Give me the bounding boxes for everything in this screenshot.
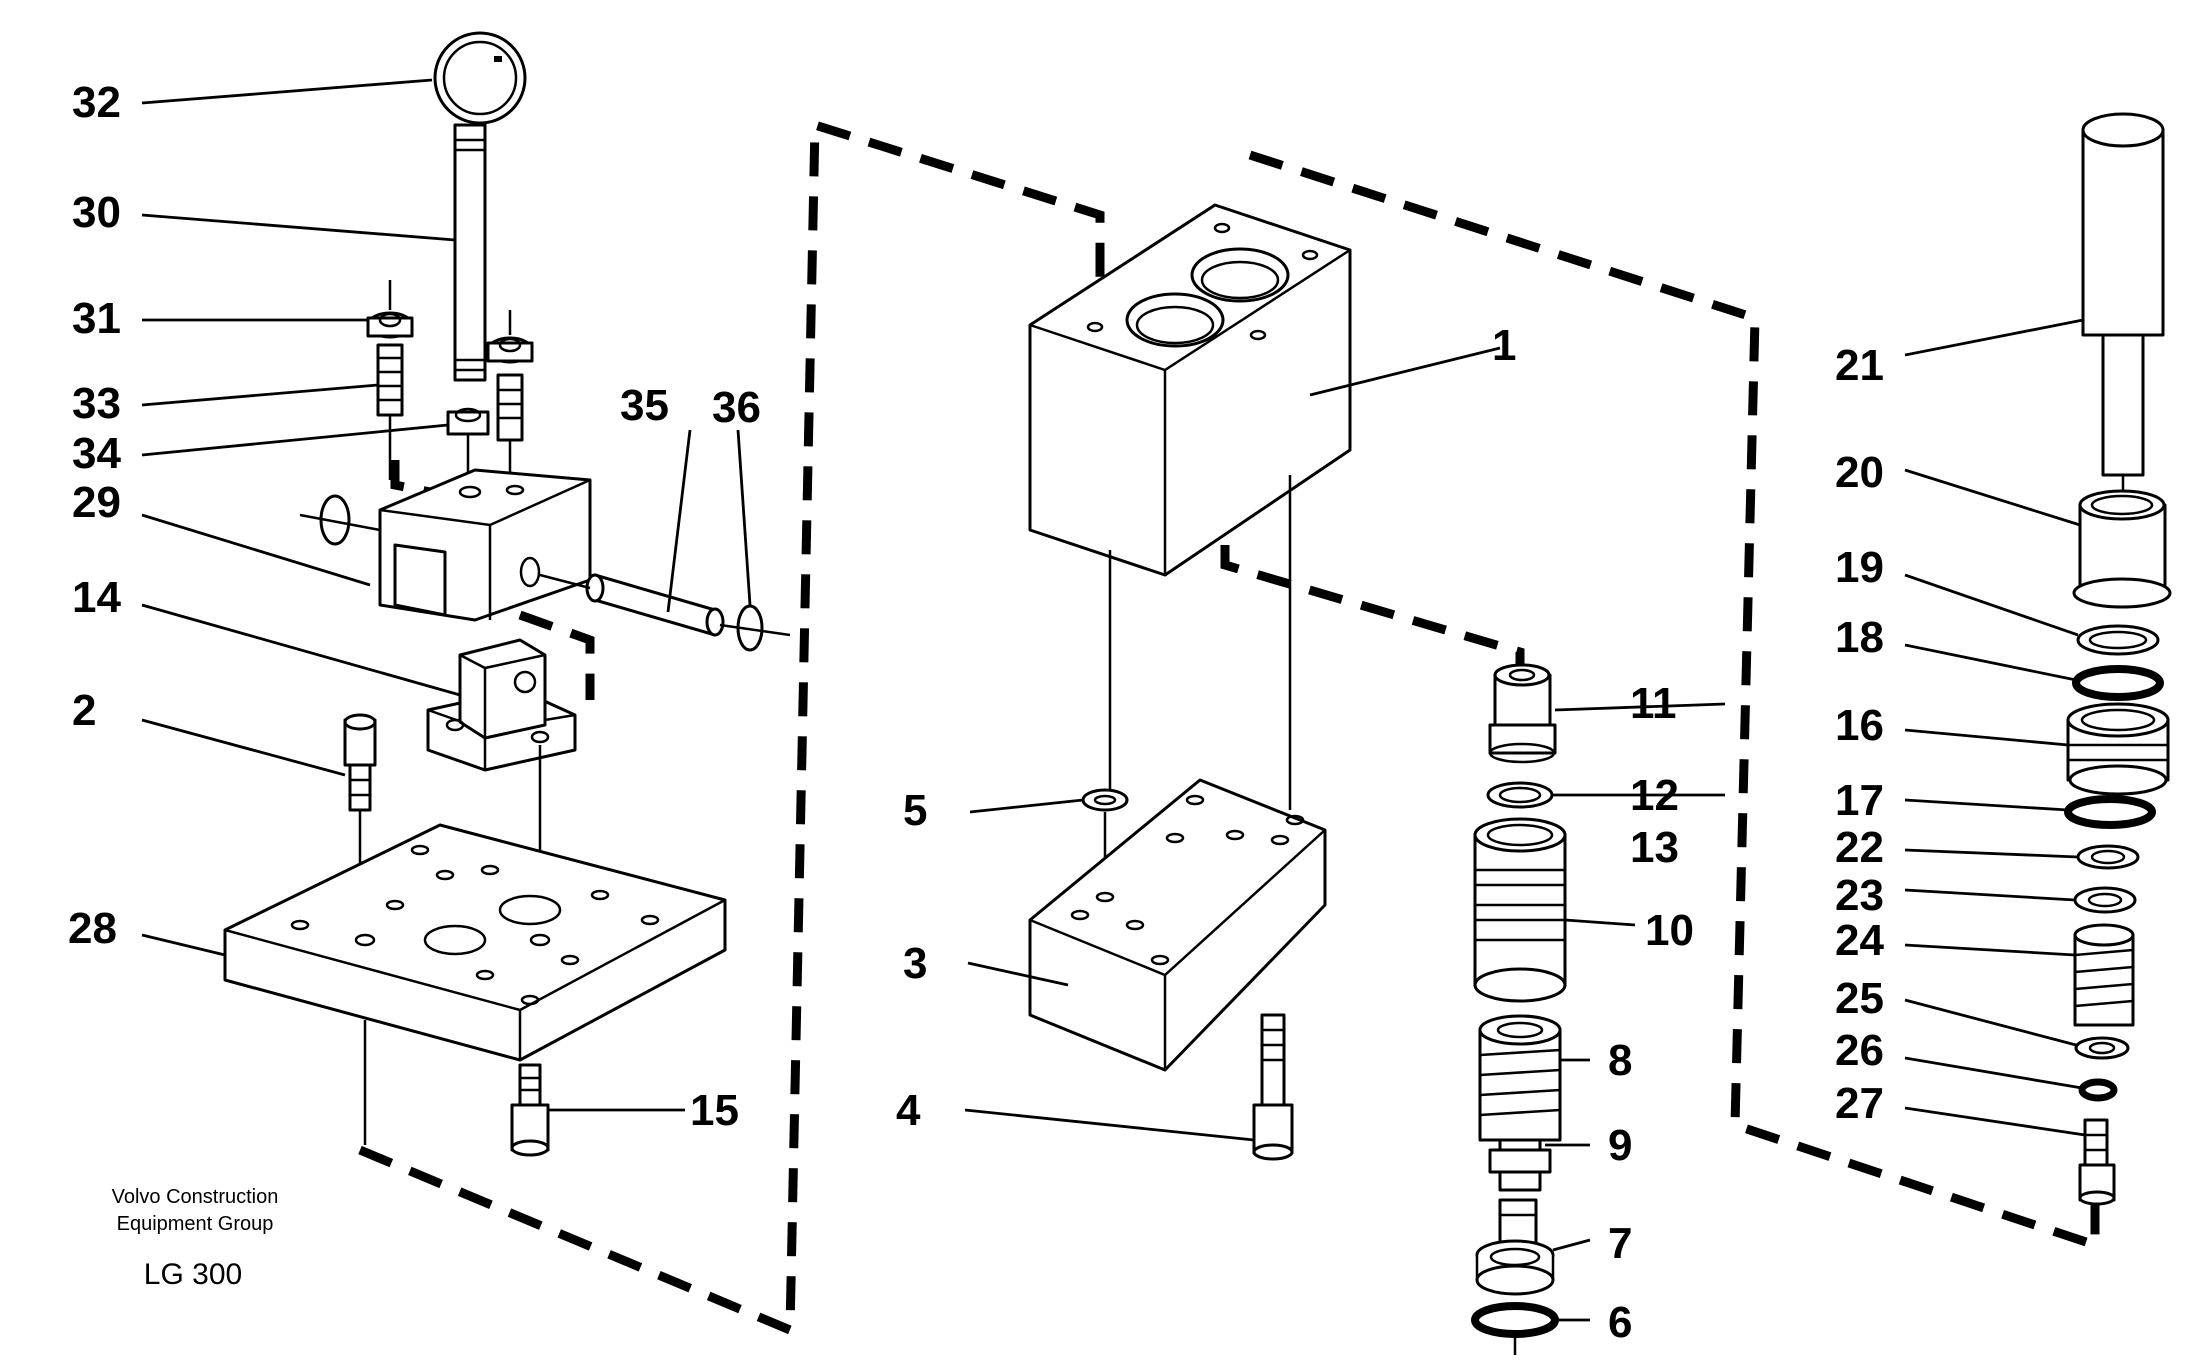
part-33-set-screws [376,343,524,480]
label-24: 24 [1835,916,1884,965]
label-8: 8 [1608,1036,1632,1085]
label-26: 26 [1835,1026,1884,1075]
part-36-clip [719,604,791,652]
label-11: 11 [1630,679,1677,728]
label-9: 9 [1608,1121,1632,1170]
label-15: 15 [690,1086,739,1135]
label-4: 4 [896,1086,921,1135]
dashed-line-lower [1220,545,1525,675]
label-27: 27 [1835,1079,1884,1128]
label-36: 36 [712,383,761,432]
assembly-dashed-lines [358,118,2100,1337]
label-13: 13 [1630,823,1679,872]
label-30: 30 [72,188,121,237]
part-31-nuts [366,280,534,364]
label-32: 32 [72,78,121,127]
dashed-line-right [1248,150,2100,1252]
caption-line-2: Equipment Group [117,1213,274,1235]
part-1-valve-body [1028,203,1352,810]
part-labels: 32 30 31 33 34 29 14 2 28 35 36 15 1 5 3… [68,78,1884,1347]
label-22: 22 [1835,823,1884,872]
label-12: 12 [1630,771,1679,820]
caption-block: Volvo Construction Equipment Group LG 30… [112,1186,279,1291]
caption-line-1: Volvo Construction [112,1186,279,1208]
dashed-line-14 [518,610,595,700]
part-32-knob [433,31,527,125]
label-6: 6 [1608,1298,1632,1347]
label-10: 10 [1645,906,1694,955]
part-29-housing [299,468,592,622]
label-7: 7 [1608,1219,1632,1268]
dashed-line-left [358,118,1105,1337]
label-17: 17 [1835,776,1884,825]
drawing-code: LG 300 [144,1258,242,1291]
label-5: 5 [903,786,927,835]
label-21: 21 [1835,341,1884,390]
label-35: 35 [620,381,669,430]
label-29: 29 [72,478,121,527]
spool-stack [1471,663,1567,1355]
label-28: 28 [68,904,117,953]
label-14: 14 [72,573,121,622]
label-25: 25 [1835,974,1884,1023]
label-31: 31 [72,294,121,343]
part-35-pin [539,573,725,637]
label-2: 2 [72,686,96,735]
part-14-bracket [426,638,577,935]
part-30-lever-rod [453,123,487,382]
leader-lines [141,78,2086,1322]
label-19: 19 [1835,543,1884,592]
label-23: 23 [1835,871,1884,920]
label-34: 34 [72,429,121,478]
part-28-base-plate [223,823,727,1145]
label-16: 16 [1835,701,1884,750]
part-34-nut [446,407,490,510]
label-1: 1 [1492,321,1516,370]
label-20: 20 [1835,448,1884,497]
part-15-cap-screw [510,1063,550,1157]
part-4-cap-screw [1252,1013,1294,1161]
label-33: 33 [72,379,121,428]
label-3: 3 [903,939,927,988]
label-18: 18 [1835,613,1884,662]
part-3-lower-block [1028,778,1327,1072]
plunger-stack [2064,112,2172,1206]
